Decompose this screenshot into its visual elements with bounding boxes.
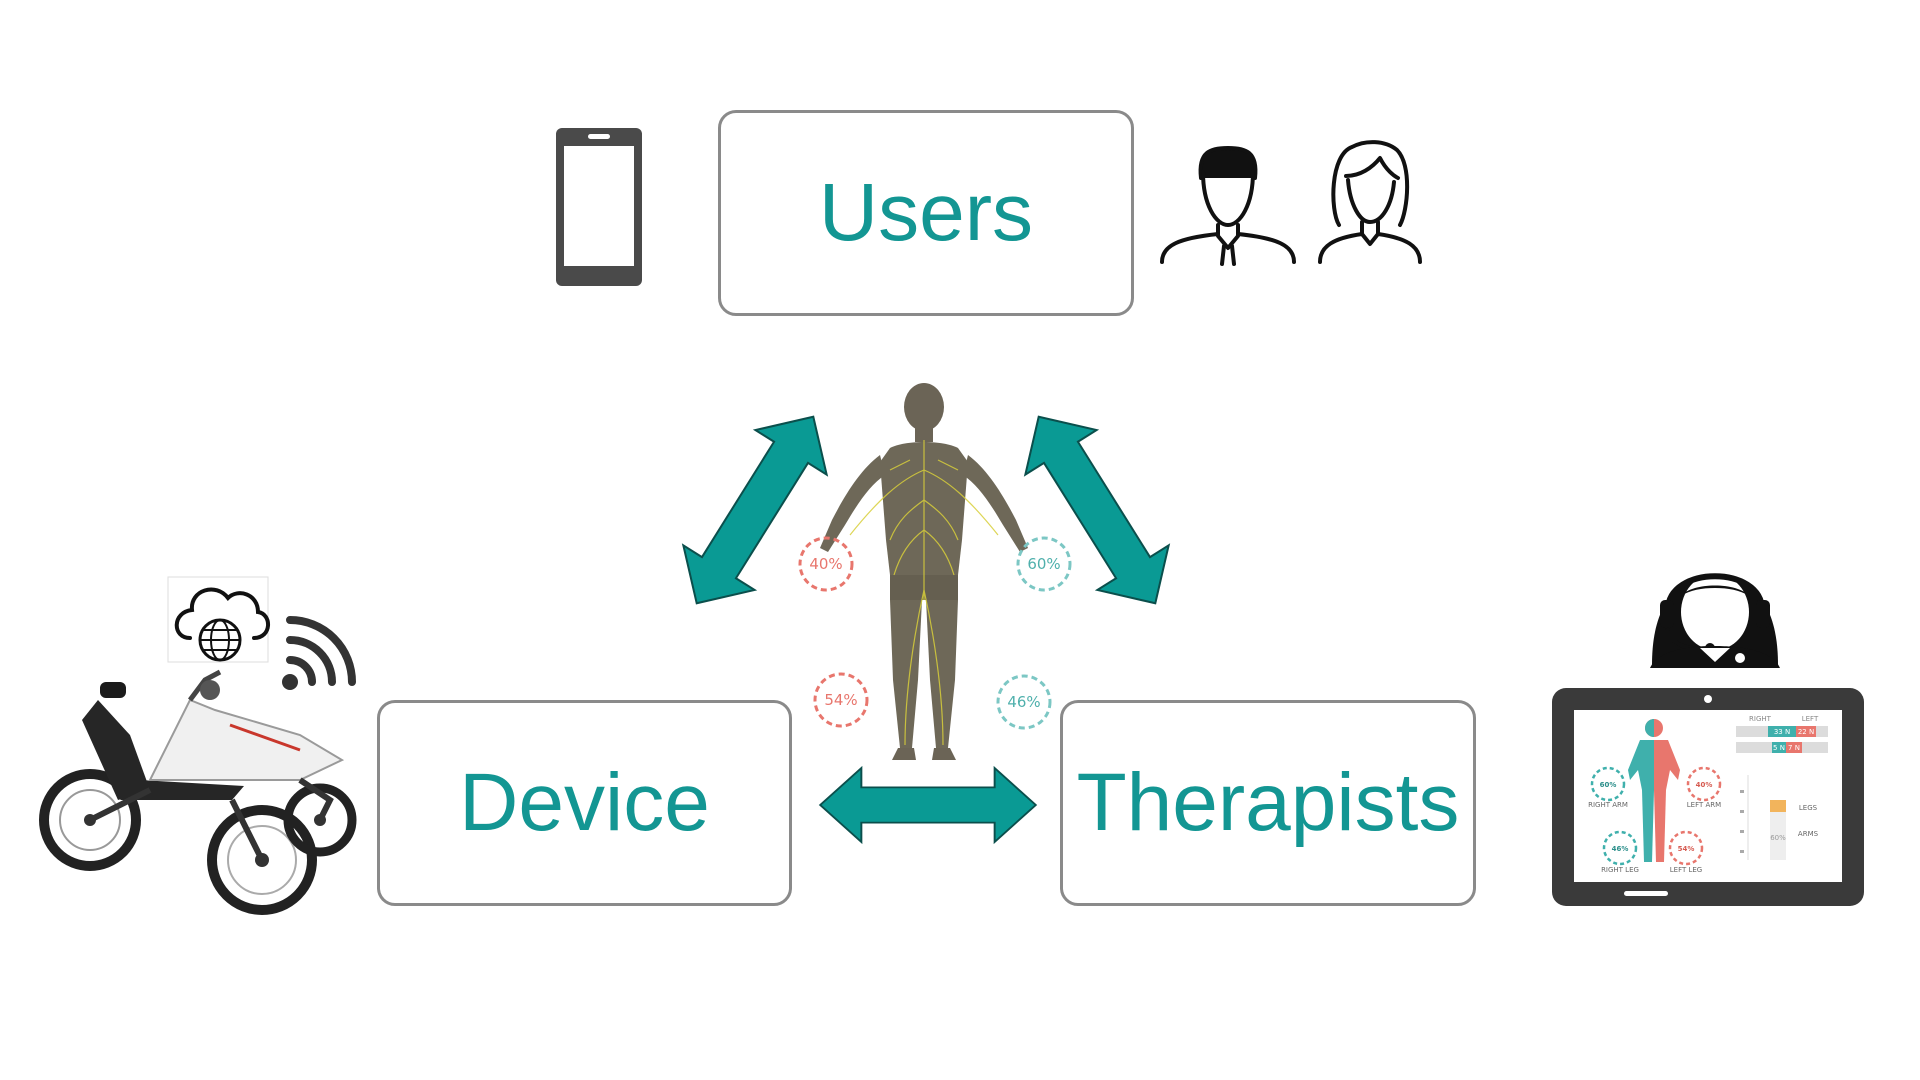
pct-ring-right-leg: 46% [996, 674, 1052, 730]
svg-text:RIGHT: RIGHT [1749, 715, 1772, 723]
svg-text:5 N: 5 N [1773, 744, 1785, 752]
phone-icon [556, 128, 642, 286]
pct-left-arm: 40% [809, 555, 842, 573]
tablet-ring-br: 54% LEFT LEG [1668, 830, 1704, 874]
arrow-users-therapists [1002, 393, 1192, 627]
tablet-bars: RIGHT LEFT 33 N 22 N 5 N 7 N [1736, 715, 1828, 753]
cloud-globe-icon [167, 576, 270, 663]
female-user-icon [1318, 140, 1422, 264]
svg-text:33 N: 33 N [1774, 728, 1790, 736]
therapist-headset-icon [1650, 573, 1780, 668]
device-label: Device [459, 757, 710, 848]
pct-right-arm: 60% [1027, 555, 1060, 573]
svg-text:LEGS: LEGS [1799, 804, 1818, 812]
body-nervous-system-image: 40% 60% 54% 46% [798, 383, 1072, 760]
pct-ring-left-leg: 54% [813, 672, 869, 728]
pct-left-leg: 54% [824, 691, 857, 709]
tablet-ring-tr: 40% LEFT ARM [1686, 766, 1722, 809]
svg-text:LEFT ARM: LEFT ARM [1687, 801, 1721, 809]
svg-text:40%: 40% [1696, 781, 1713, 789]
wifi-icon [282, 616, 356, 690]
svg-text:RIGHT ARM: RIGHT ARM [1588, 801, 1628, 809]
svg-text:RIGHT LEG: RIGHT LEG [1601, 866, 1639, 874]
arrow-device-therapists [819, 767, 1037, 843]
tablet-ring-bl: 46% RIGHT LEG [1601, 830, 1639, 874]
svg-text:54%: 54% [1678, 845, 1695, 853]
svg-text:LEFT LEG: LEFT LEG [1670, 866, 1702, 874]
svg-text:22 N: 22 N [1798, 728, 1814, 736]
tablet-ring-tl: 60% RIGHT ARM [1588, 766, 1628, 809]
svg-text:LEFT: LEFT [1802, 715, 1819, 723]
svg-text:60%: 60% [1600, 781, 1617, 789]
svg-text:60%: 60% [1770, 834, 1786, 842]
tricycle-device-image [39, 669, 357, 915]
users-label: Users [818, 167, 1034, 258]
users-node: Users [718, 110, 1134, 316]
therapists-label: Therapists [1076, 757, 1460, 848]
pct-ring-left-arm: 40% [798, 536, 854, 592]
pct-ring-right-arm: 60% [1016, 536, 1072, 592]
device-node: Device [377, 700, 792, 906]
svg-text:46%: 46% [1612, 845, 1629, 853]
pct-right-leg: 46% [1007, 693, 1040, 711]
svg-text:7 N: 7 N [1788, 744, 1800, 752]
tablet-columns: 60% LEGS ARMS [1740, 775, 1819, 860]
therapists-node: Therapists [1060, 700, 1476, 906]
male-user-icon [1160, 146, 1296, 266]
tablet-dashboard-icon: 60% RIGHT ARM 40% LEFT ARM 46% RIGHT LEG… [1552, 688, 1864, 906]
tablet-body-figure [1628, 719, 1680, 862]
svg-text:ARMS: ARMS [1798, 830, 1819, 838]
